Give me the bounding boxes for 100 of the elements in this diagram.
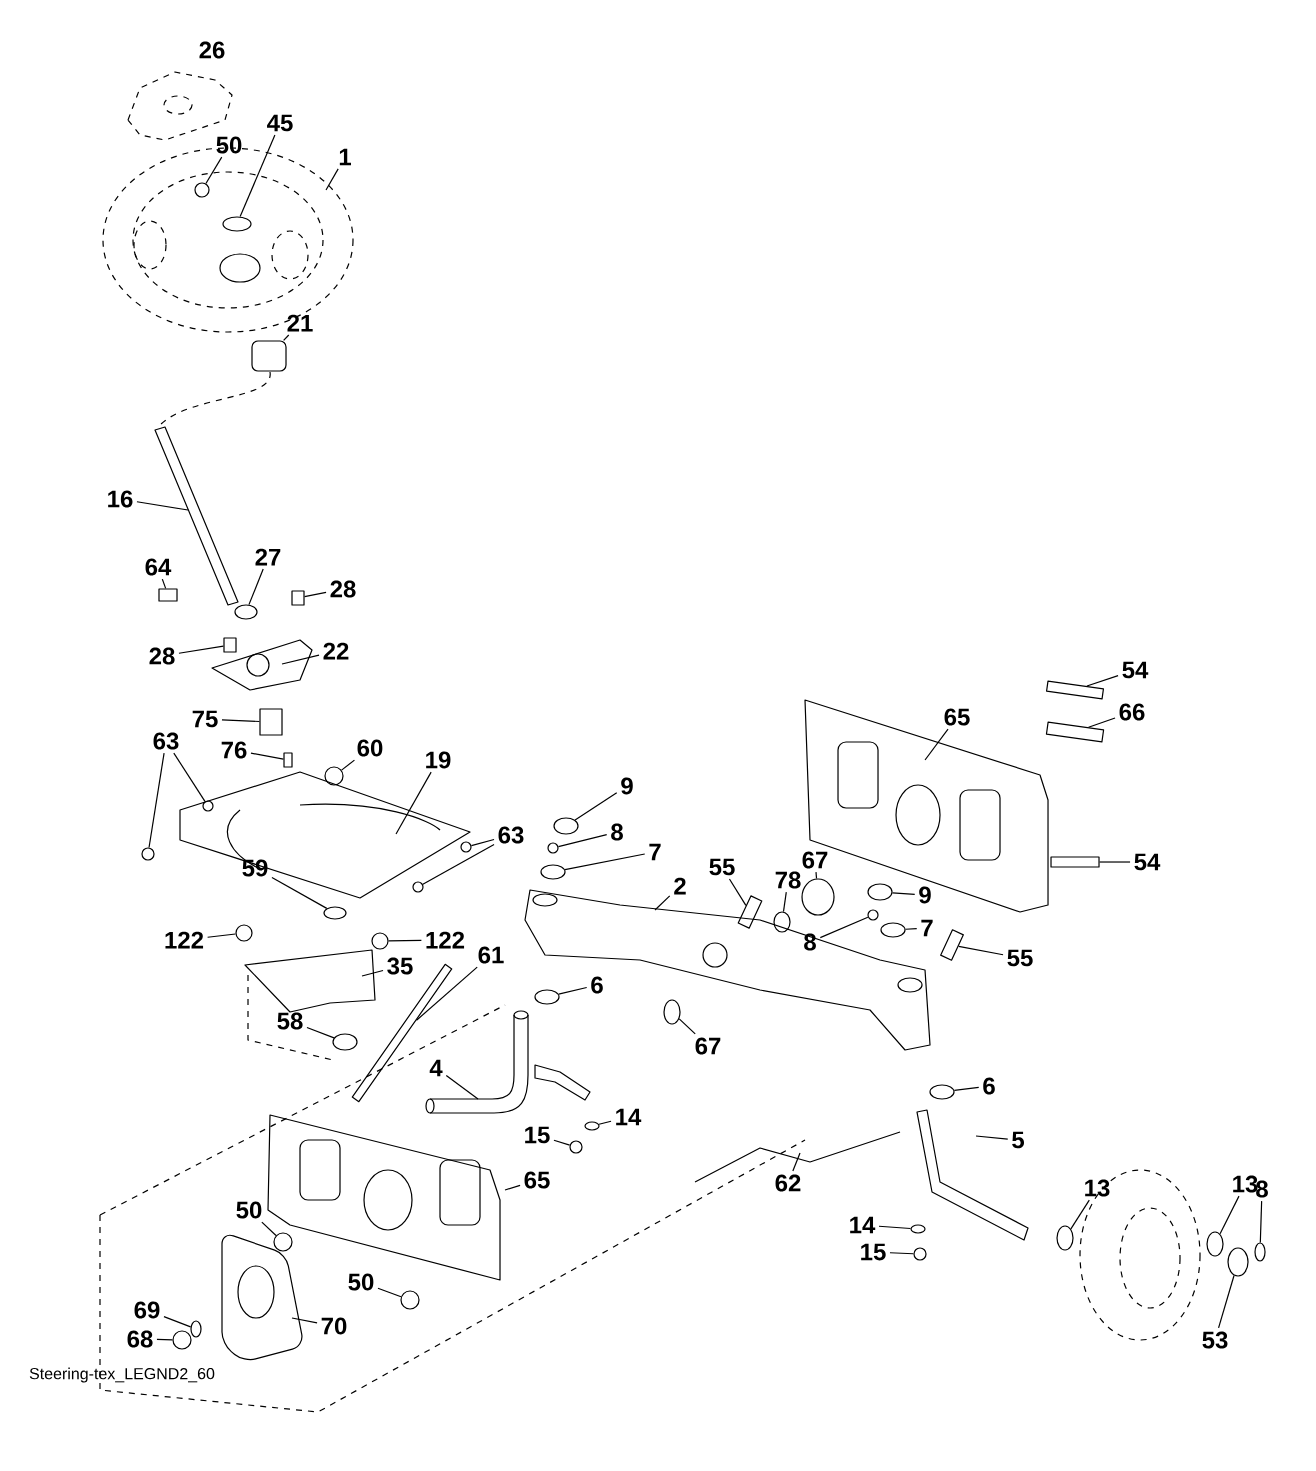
bolt xyxy=(291,590,305,606)
leader-line xyxy=(415,966,478,1021)
callout-number: 16 xyxy=(108,490,133,508)
callout-number: 55 xyxy=(1007,949,1033,967)
washer xyxy=(324,766,344,786)
leader-line xyxy=(156,1338,173,1341)
leader-line xyxy=(291,1317,318,1324)
callout-number: 62 xyxy=(775,1174,801,1192)
washer xyxy=(141,847,155,861)
callout-number: 61 xyxy=(478,946,504,964)
leader-line xyxy=(361,969,384,977)
leader-line xyxy=(564,853,646,871)
leader-line xyxy=(161,578,167,589)
leader-line xyxy=(136,501,189,511)
washer xyxy=(1254,1242,1266,1262)
bolt xyxy=(1045,721,1105,743)
leader-line xyxy=(422,843,495,885)
washer xyxy=(400,1290,420,1310)
callout-number: 75 xyxy=(192,710,218,728)
washer xyxy=(913,1247,927,1261)
callout-number: 54 xyxy=(1122,661,1149,679)
callout-number: 14 xyxy=(616,1108,642,1126)
bolt xyxy=(283,752,293,768)
washer xyxy=(553,817,579,835)
leader-line xyxy=(248,568,264,606)
callout-number: 6 xyxy=(983,1077,995,1095)
washer xyxy=(222,216,252,232)
callout-number: 5 xyxy=(1012,1131,1024,1149)
leader-line xyxy=(283,334,290,341)
leader-line xyxy=(792,1152,801,1172)
callout-number: 28 xyxy=(330,580,356,598)
callout-number: 60 xyxy=(357,739,383,757)
leader-line xyxy=(678,1018,696,1035)
callout-number: 28 xyxy=(149,647,175,665)
bolt xyxy=(223,637,237,653)
washer xyxy=(332,1033,358,1051)
leader-line xyxy=(1099,861,1131,863)
leader-line xyxy=(377,1287,402,1298)
leader-line xyxy=(1088,717,1116,728)
leader-line xyxy=(553,1139,571,1146)
leader-line xyxy=(325,168,339,191)
bolt xyxy=(259,708,283,736)
callout-number: 54 xyxy=(1134,853,1161,871)
callout-number: 63 xyxy=(153,732,179,750)
washer xyxy=(540,864,566,880)
callout-number: 70 xyxy=(321,1317,347,1335)
callout-number: 66 xyxy=(1119,703,1145,721)
callout-number: 35 xyxy=(387,957,413,975)
leader-line xyxy=(953,1086,980,1092)
leader-line xyxy=(878,1225,912,1230)
leader-line xyxy=(281,654,320,665)
leader-line xyxy=(306,1026,335,1039)
callout-number: 15 xyxy=(525,1126,550,1144)
washer xyxy=(547,842,559,854)
callout-number: 122 xyxy=(165,931,204,949)
washer xyxy=(1227,1247,1249,1277)
leader-line xyxy=(205,156,223,185)
callout-number: 53 xyxy=(1202,1331,1228,1349)
leader-line xyxy=(388,939,422,942)
callout-number: 14 xyxy=(850,1216,876,1234)
washer xyxy=(202,800,214,812)
leader-line xyxy=(891,892,916,895)
callout-number: 63 xyxy=(498,826,524,844)
washer xyxy=(867,883,893,901)
callout-number: 6 xyxy=(591,976,603,994)
callout-number: 27 xyxy=(255,548,281,566)
leader-line xyxy=(148,752,165,849)
leader-line xyxy=(728,878,747,906)
callout-number: 122 xyxy=(426,931,465,949)
callout-number: 69 xyxy=(134,1301,160,1319)
callout-number: 76 xyxy=(221,741,247,759)
callout-number: 55 xyxy=(709,858,735,876)
washer xyxy=(880,922,906,938)
callout-number: 1 xyxy=(339,148,351,166)
leader-line xyxy=(1218,1274,1235,1329)
callout-number: 45 xyxy=(267,114,293,132)
washer xyxy=(190,1320,202,1338)
leader-line xyxy=(654,895,671,911)
callout-number: 8 xyxy=(1256,1180,1268,1198)
leader-line xyxy=(178,645,224,654)
callout-number: 2 xyxy=(674,877,686,895)
leader-line xyxy=(904,928,918,930)
callout-number: 15 xyxy=(861,1243,886,1261)
leader-line xyxy=(557,833,608,848)
washer xyxy=(412,881,424,893)
callout-number: 50 xyxy=(348,1273,374,1291)
callout-number: 65 xyxy=(944,708,970,726)
leader-line xyxy=(782,891,787,913)
leader-line xyxy=(1070,1199,1090,1230)
leader-line xyxy=(504,1184,521,1191)
washer xyxy=(773,911,791,933)
callout-number: 65 xyxy=(524,1171,550,1189)
leader-line xyxy=(395,771,432,835)
bushing xyxy=(251,340,287,372)
washer xyxy=(323,906,347,920)
bolt xyxy=(1050,856,1100,868)
callout-number: 19 xyxy=(426,751,451,769)
washer xyxy=(569,1140,583,1154)
leader-line xyxy=(207,933,237,938)
leader-line xyxy=(975,1135,1009,1140)
